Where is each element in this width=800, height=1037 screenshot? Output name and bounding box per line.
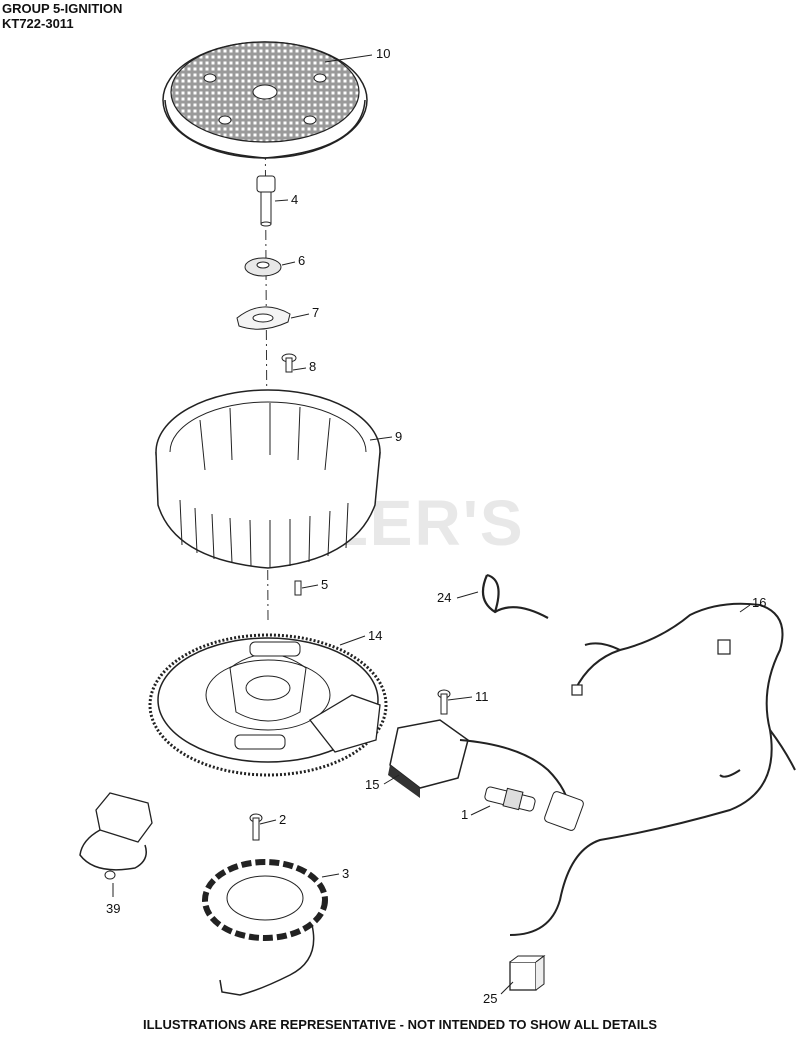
callout-24: 24 xyxy=(437,590,451,605)
callout-2: 2 xyxy=(279,812,286,827)
washer-part xyxy=(244,257,282,277)
model-number: KT722-3011 xyxy=(2,16,74,31)
flywheel-screen-part xyxy=(162,41,368,159)
spark-plug-part xyxy=(484,786,536,812)
callout-9: 9 xyxy=(395,429,402,444)
callout-5: 5 xyxy=(321,577,328,592)
callout-3: 3 xyxy=(342,866,349,881)
callout-25: 25 xyxy=(483,991,497,1006)
group-title: GROUP 5-IGNITION xyxy=(2,1,123,16)
callout-11: 11 xyxy=(475,689,489,704)
callout-6: 6 xyxy=(298,253,305,268)
callout-16: 16 xyxy=(752,595,766,610)
fan-retainer-part xyxy=(236,306,291,330)
screw-2-part xyxy=(249,813,263,841)
ignition-module-part xyxy=(388,719,584,831)
tie-strap-part xyxy=(481,573,549,619)
callout-10: 10 xyxy=(376,46,390,61)
leader-lines xyxy=(112,54,751,995)
screw-8-part xyxy=(281,353,297,373)
key-part xyxy=(294,580,302,596)
stator-part xyxy=(202,859,328,996)
wiring-harness-part xyxy=(509,602,796,936)
relay-part xyxy=(509,955,546,991)
flywheel-bolt-part xyxy=(256,175,276,227)
screw-11-part xyxy=(437,689,451,715)
footer-disclaimer: ILLUSTRATIONS ARE REPRESENTATIVE - NOT I… xyxy=(143,1017,657,1032)
callout-8: 8 xyxy=(309,359,316,374)
flywheel-part xyxy=(148,633,388,777)
rectifier-regulator-part xyxy=(79,792,153,880)
callout-39: 39 xyxy=(106,901,120,916)
callout-15: 15 xyxy=(365,777,379,792)
callout-1: 1 xyxy=(461,807,468,822)
callout-7: 7 xyxy=(312,305,319,320)
callout-14: 14 xyxy=(368,628,382,643)
callout-4: 4 xyxy=(291,192,298,207)
fan-part xyxy=(155,389,381,569)
